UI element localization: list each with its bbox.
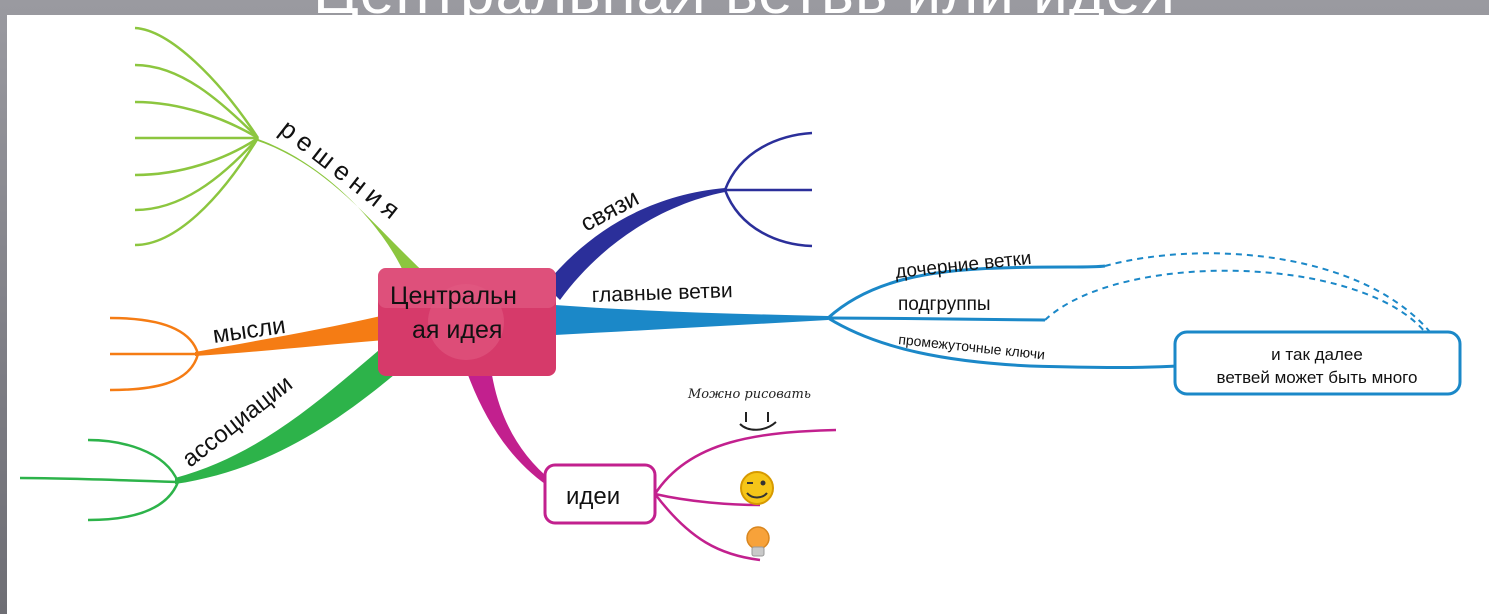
branch-mysli <box>109 315 385 392</box>
idei-box <box>543 463 657 525</box>
label-idei: идеи <box>566 483 620 510</box>
label-glavnye: главные ветви <box>591 279 733 307</box>
handwriting-text: Можно рисовать <box>687 387 811 402</box>
central-label-line1: Центральн <box>390 282 517 310</box>
note-line2: ветвей может быть много <box>1217 368 1418 387</box>
head-silhouette-icon <box>428 284 504 360</box>
winking-smiley-icon <box>740 471 774 505</box>
note-box <box>1173 330 1462 396</box>
smiley-face-icon <box>739 412 777 431</box>
branch-svyazi <box>545 131 813 300</box>
central-label-line2: ая идея <box>412 316 502 344</box>
branch-idei <box>468 375 837 562</box>
central-node <box>378 268 556 376</box>
label-podgruppy: подгруппы <box>898 294 991 315</box>
label-promezhutochnye: промежуточные ключи <box>898 331 1046 362</box>
note-line1: и так далее <box>1271 345 1363 364</box>
label-docherny: дочерние ветки <box>894 248 1032 283</box>
branch-assotsiatsii <box>19 345 400 522</box>
label-resheniya: решения <box>274 113 410 228</box>
branch-resheniya <box>134 26 430 278</box>
branch-glavnye <box>555 252 1462 396</box>
light-bulb-icon <box>746 526 770 557</box>
